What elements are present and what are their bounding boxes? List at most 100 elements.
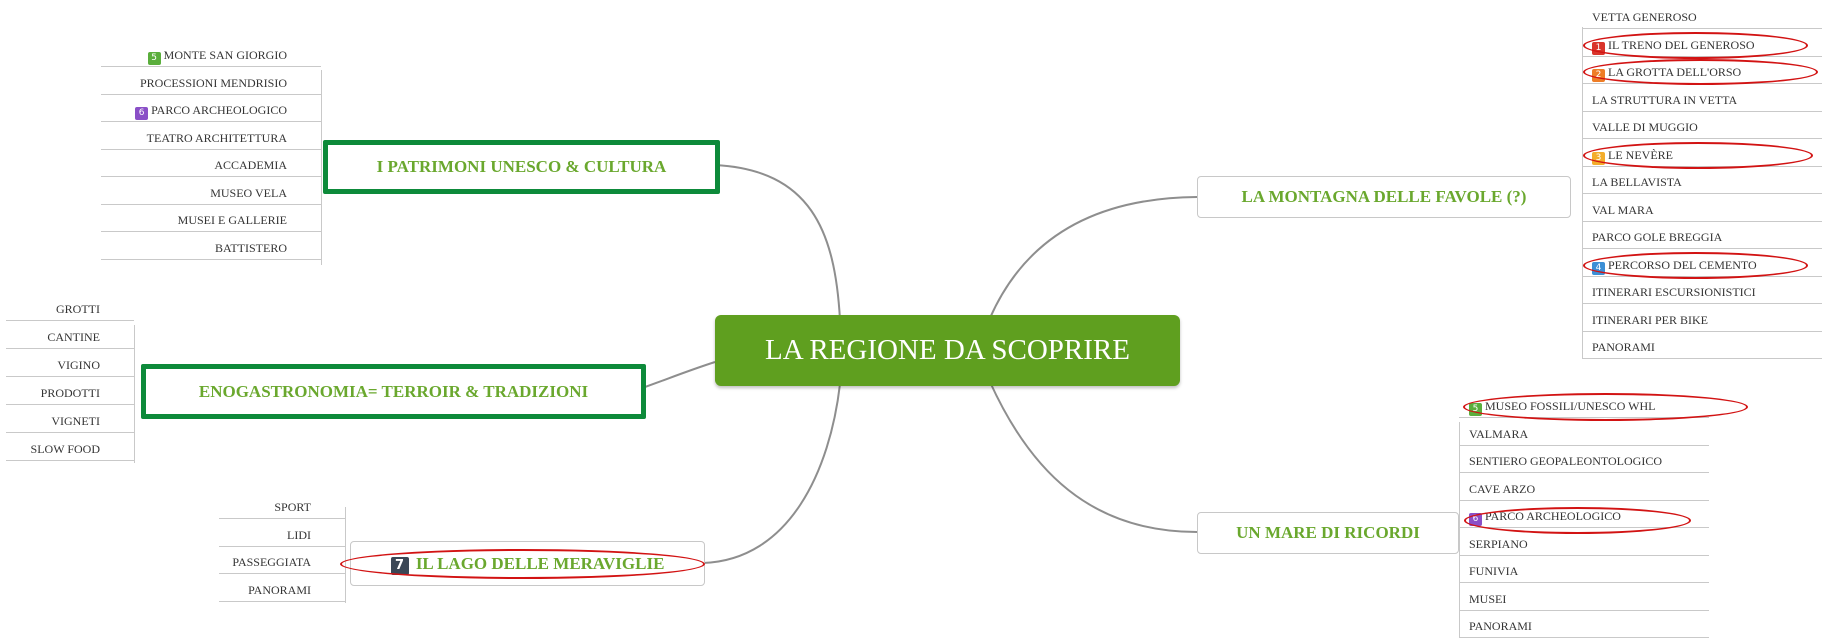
central-topic[interactable]: LA REGIONE DA SCOPRIRE	[715, 315, 1180, 386]
leaf-item[interactable]: MUSEI E GALLERIE	[101, 208, 321, 232]
leaf-item[interactable]: CAVE ARZO	[1459, 477, 1709, 501]
leaf-item[interactable]: LIDI	[219, 523, 345, 547]
leaf-item[interactable]: MUSEI	[1459, 587, 1709, 611]
leaf-item[interactable]: SERPIANO	[1459, 532, 1709, 556]
leaf-item[interactable]: ITINERARI PER BIKE	[1582, 308, 1822, 332]
branch-mare-label: UN MARE DI RICORDI	[1236, 523, 1420, 542]
leaf-label: MUSEO FOSSILI/UNESCO WHL	[1485, 399, 1656, 413]
leaf-label: VIGINO	[57, 358, 100, 372]
priority-badge-icon: 1	[1592, 42, 1605, 55]
leaf-item[interactable]: TEATRO ARCHITETTURA	[101, 126, 321, 150]
connector-mare	[989, 381, 1198, 533]
leaf-item[interactable]: ACCADEMIA	[101, 153, 321, 177]
leaf-label: VETTA GENEROSO	[1592, 10, 1697, 24]
leaf-item[interactable]: PANORAMI	[219, 578, 345, 602]
leaf-label: ITINERARI PER BIKE	[1592, 313, 1708, 327]
branch-unesco[interactable]: I PATRIMONI UNESCO & CULTURA	[323, 140, 720, 194]
leaf-item[interactable]: CANTINE	[6, 325, 134, 349]
leaf-item[interactable]: SPORT	[219, 495, 345, 519]
leaf-label: SERPIANO	[1469, 537, 1528, 551]
leaf-item[interactable]: PANORAMI	[1459, 614, 1709, 638]
leaf-label: VALLE DI MUGGIO	[1592, 120, 1698, 134]
leaf-item[interactable]: SENTIERO GEOPALEONTOLOGICO	[1459, 449, 1709, 473]
leaf-label: LIDI	[287, 528, 311, 542]
leaf-label: ACCADEMIA	[214, 158, 287, 172]
priority-badge-icon: 5	[1469, 403, 1482, 416]
leaf-label: PARCO GOLE BREGGIA	[1592, 230, 1723, 244]
priority-badge-icon: 3	[1592, 152, 1605, 165]
branch-unesco-label: I PATRIMONI UNESCO & CULTURA	[376, 157, 667, 176]
leaf-item[interactable]: GROTTI	[6, 297, 134, 321]
bracket-mare	[1459, 422, 1460, 638]
leaf-item[interactable]: PROCESSIONI MENDRISIO	[101, 71, 321, 95]
connector-lago	[702, 383, 841, 564]
leaf-label: LA STRUTTURA IN VETTA	[1592, 93, 1738, 107]
leaf-item[interactable]: VAL MARA	[1582, 198, 1822, 222]
leaf-label: PASSEGGIATA	[232, 555, 311, 569]
leaf-label: IL TRENO DEL GENEROSO	[1608, 38, 1755, 52]
leaf-label: MUSEI E GALLERIE	[177, 213, 287, 227]
branch-lago-label: IL LAGO DELLE MERAVIGLIE	[415, 554, 665, 573]
leaf-label: LA GROTTA DELL'ORSO	[1608, 65, 1742, 79]
leaf-item[interactable]: MUSEO VELA	[101, 181, 321, 205]
leaf-item[interactable]: FUNIVIA	[1459, 559, 1709, 583]
leaf-label: PANORAMI	[248, 583, 311, 597]
leaf-item[interactable]: VIGINO	[6, 353, 134, 377]
leaf-item[interactable]: PRODOTTI	[6, 381, 134, 405]
leaf-label: MUSEO VELA	[210, 186, 287, 200]
leaf-item[interactable]: PARCO GOLE BREGGIA	[1582, 225, 1822, 249]
leaf-label: PRODOTTI	[40, 386, 100, 400]
leaf-label: VIGNETI	[51, 414, 100, 428]
priority-badge-icon: 2	[1592, 69, 1605, 82]
leaf-label: MONTE SAN GIORGIO	[163, 48, 287, 62]
leaf-label: BATTISTERO	[215, 241, 287, 255]
leaf-item[interactable]: LA BELLAVISTA	[1582, 170, 1822, 194]
bracket-unesco	[321, 70, 322, 265]
leaf-item[interactable]: VETTA GENEROSO	[1582, 5, 1822, 29]
connector-eno	[644, 361, 716, 388]
leaf-item[interactable]: PASSEGGIATA	[219, 550, 345, 574]
branch-montagna-label: LA MONTAGNA DELLE FAVOLE (?)	[1241, 187, 1527, 206]
leaf-label: LE NEVÈRE	[1608, 148, 1673, 162]
bracket-eno	[134, 325, 135, 463]
branch-montagna[interactable]: LA MONTAGNA DELLE FAVOLE (?)	[1197, 176, 1571, 218]
leaf-item[interactable]: PANORAMI	[1582, 335, 1822, 359]
leaf-item[interactable]: SLOW FOOD	[6, 437, 134, 461]
branch-lago[interactable]: 7 IL LAGO DELLE MERAVIGLIE	[350, 541, 705, 586]
priority-badge-icon: 5	[147, 52, 161, 65]
leaf-label: PANORAMI	[1592, 340, 1655, 354]
priority-badge-icon: 4	[1592, 262, 1605, 275]
connector-unesco	[714, 164, 841, 321]
connector-montagna	[989, 196, 1198, 319]
leaf-label: FUNIVIA	[1469, 564, 1519, 578]
leaf-item[interactable]: ITINERARI ESCURSIONISTICI	[1582, 280, 1822, 304]
leaf-item[interactable]: VALMARA	[1459, 422, 1709, 446]
leaf-label: TEATRO ARCHITETTURA	[146, 131, 287, 145]
leaf-label: SLOW FOOD	[30, 442, 100, 456]
leaf-label: CAVE ARZO	[1469, 482, 1536, 496]
bracket-lago	[345, 507, 346, 603]
leaf-item[interactable]: VIGNETI	[6, 409, 134, 433]
branch-mare[interactable]: UN MARE DI RICORDI	[1197, 512, 1459, 554]
leaf-item[interactable]: VALLE DI MUGGIO	[1582, 115, 1822, 139]
badge-7-icon: 7	[390, 557, 409, 575]
leaf-label: SPORT	[274, 500, 311, 514]
leaf-label: PANORAMI	[1469, 619, 1532, 633]
branch-eno[interactable]: ENOGASTRONOMIA= TERROIR & TRADIZIONI	[141, 364, 646, 419]
leaf-item[interactable]: LA STRUTTURA IN VETTA	[1582, 88, 1822, 112]
priority-badge-icon: 6	[1469, 513, 1482, 526]
leaf-item[interactable]: BATTISTERO	[101, 236, 321, 260]
leaf-label: LA BELLAVISTA	[1592, 175, 1682, 189]
leaf-label: CANTINE	[47, 330, 100, 344]
leaf-label: SENTIERO GEOPALEONTOLOGICO	[1469, 454, 1662, 468]
